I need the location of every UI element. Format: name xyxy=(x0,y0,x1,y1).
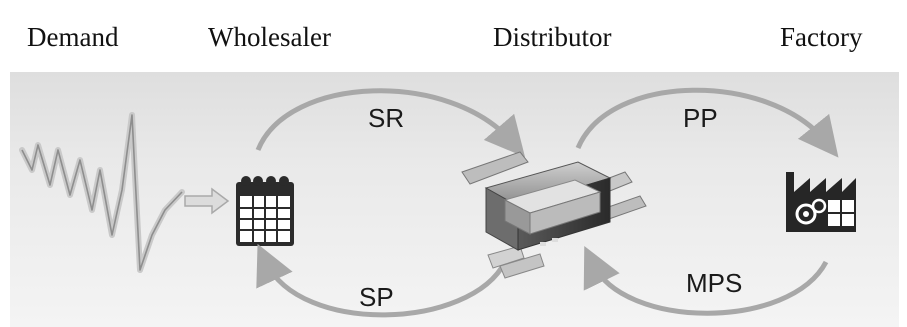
demand-header: Demand xyxy=(27,22,119,52)
header-row: Demand Wholesaler Distributor Factory xyxy=(0,0,907,72)
pp-arrow xyxy=(575,87,839,158)
distributor-header: Distributor xyxy=(493,22,612,52)
right-arrow-icon xyxy=(184,187,230,215)
sp-label: SP xyxy=(359,282,394,312)
mps-arrow xyxy=(583,246,829,316)
calendar-icon xyxy=(236,176,294,246)
sr-arrow xyxy=(255,88,526,158)
sp-arrow xyxy=(256,243,508,318)
pp-label: PP xyxy=(683,103,718,133)
factory-header: Factory xyxy=(780,22,863,52)
wholesaler-header: Wholesaler xyxy=(208,22,331,52)
distributor-hub-icon xyxy=(461,151,647,279)
sr-label: SR xyxy=(368,103,405,133)
mps-label: MPS xyxy=(686,268,743,298)
factory-icon xyxy=(786,172,856,232)
diagram-panel xyxy=(10,72,899,327)
demand-signal-icon xyxy=(19,112,185,273)
